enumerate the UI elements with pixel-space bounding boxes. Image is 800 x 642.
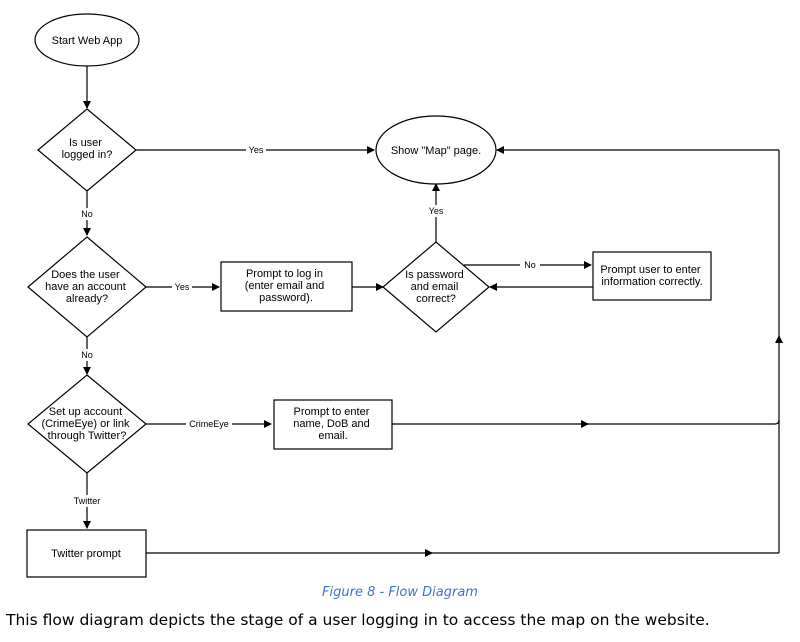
node-twitter-prompt-text: Twitter prompt	[51, 548, 121, 560]
node-prompt-reenter-text: Prompt user to enter information correct…	[600, 264, 703, 288]
node-prompt-details-line-3: email.	[318, 430, 347, 442]
node-password-correct-text: Is password and email correct?	[405, 269, 467, 305]
node-prompt-login-line-2: (enter email and	[245, 280, 325, 292]
figure-caption: Figure 8 - Flow Diagram	[322, 585, 478, 600]
edge-labels: Yes No Yes No Yes No CrimeEye Twitter	[68, 144, 540, 507]
password-correct-diamond	[382, 241, 490, 333]
node-prompt-details-text: Prompt to enter name, DoB and email.	[293, 406, 373, 442]
node-setup-account-line-3: through Twitter?	[48, 430, 127, 442]
node-has-account: Does the user have an account already?	[27, 236, 147, 338]
edge-label-no-logged-in: No	[81, 209, 93, 219]
edge-details-return-line	[580, 419, 780, 425]
setup-account-diamond	[27, 374, 147, 474]
node-prompt-login-line-3: password).	[259, 292, 313, 304]
node-has-account-line-2: have an account	[45, 281, 126, 293]
node-prompt-login: Prompt to log in (enter email and passwo…	[220, 261, 353, 312]
edge-label-yes-password: Yes	[429, 206, 444, 216]
prompt-login-box	[220, 261, 353, 312]
node-twitter-prompt: Twitter prompt	[26, 529, 147, 578]
edge-label-yes-has-account: Yes	[175, 282, 190, 292]
node-has-account-line-1: Does the user	[51, 269, 120, 281]
logged-in-diamond	[37, 108, 137, 192]
node-prompt-details-line-1: Prompt to enter	[294, 406, 370, 418]
prompt-details-box	[273, 399, 393, 450]
node-setup-account-text: Set up account (CrimeEye) or link throug…	[41, 406, 132, 442]
node-setup-account-line-1: Set up account	[49, 406, 122, 418]
twitter-prompt-box	[26, 529, 147, 578]
node-has-account-line-3: already?	[66, 293, 108, 305]
node-logged-in-line-2: logged in?	[62, 149, 113, 161]
node-start-line-1: Start Web App	[52, 35, 123, 47]
prompt-reenter-box	[592, 251, 712, 301]
node-show-map-text: Show "Map" page.	[391, 145, 481, 157]
node-password-correct-line-3: correct?	[416, 293, 456, 305]
node-show-map: Show "Map" page.	[375, 115, 497, 185]
node-prompt-reenter-line-2: information correctly.	[601, 276, 702, 288]
show-map-ellipse	[375, 115, 497, 185]
node-setup-account: Set up account (CrimeEye) or link throug…	[27, 374, 147, 474]
node-prompt-login-text: Prompt to log in (enter email and passwo…	[245, 268, 328, 304]
node-prompt-reenter: Prompt user to enter information correct…	[592, 251, 712, 301]
node-show-map-line-1: Show "Map" page.	[391, 145, 481, 157]
node-prompt-login-line-1: Prompt to log in	[246, 268, 323, 280]
node-password-correct: Is password and email correct?	[382, 241, 490, 333]
node-prompt-details-line-2: name, DoB and	[293, 418, 369, 430]
figure-description: This flow diagram depicts the stage of a…	[6, 611, 710, 629]
node-logged-in-text: Is user logged in?	[62, 137, 113, 161]
node-password-correct-line-2: and email	[411, 281, 459, 293]
node-password-correct-line-1: Is password	[405, 269, 464, 281]
node-logged-in: Is user logged in?	[37, 108, 137, 192]
node-logged-in-line-1: Is user	[69, 137, 102, 149]
edge-label-no-password: No	[524, 260, 536, 270]
edge-label-no-has-account: No	[81, 350, 93, 360]
has-account-diamond	[27, 236, 147, 338]
node-start-text: Start Web App	[52, 35, 123, 47]
edge-label-twitter: Twitter	[74, 496, 101, 506]
node-start: Start Web App	[34, 13, 140, 67]
start-ellipse	[34, 13, 140, 67]
edge-label-crimeeye: CrimeEye	[189, 419, 229, 429]
edges	[83, 66, 783, 557]
node-prompt-details: Prompt to enter name, DoB and email.	[273, 399, 393, 450]
node-twitter-prompt-line-1: Twitter prompt	[51, 548, 121, 560]
node-setup-account-line-2: (CrimeEye) or link	[41, 418, 130, 430]
edge-label-yes-logged-in: Yes	[249, 145, 264, 155]
node-has-account-text: Does the user have an account already?	[45, 269, 129, 305]
node-prompt-reenter-line-1: Prompt user to enter	[600, 264, 701, 276]
